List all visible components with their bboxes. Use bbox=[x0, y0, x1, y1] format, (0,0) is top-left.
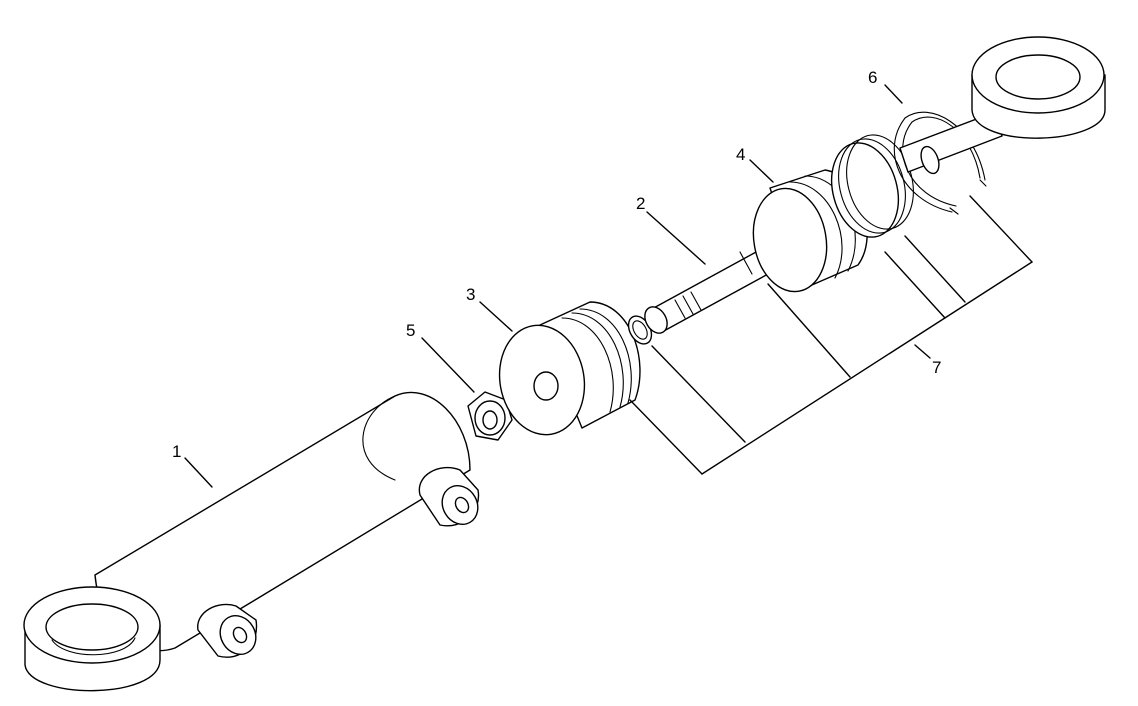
callout-5: 5 bbox=[406, 321, 415, 340]
leader-lines bbox=[184, 84, 1033, 488]
callout-6: 6 bbox=[868, 68, 877, 87]
callout-1: 1 bbox=[172, 442, 181, 461]
gland-head bbox=[498, 301, 641, 436]
callout-2: 2 bbox=[636, 194, 645, 213]
lock-nut bbox=[467, 391, 513, 441]
rod-end-eye bbox=[899, 36, 1106, 175]
callout-7: 7 bbox=[932, 358, 941, 377]
cylinder-barrel bbox=[23, 391, 480, 692]
callout-4: 4 bbox=[736, 145, 745, 164]
callout-labels: 1 2 3 4 5 6 7 bbox=[172, 68, 941, 461]
seal-rings bbox=[830, 134, 914, 238]
callout-3: 3 bbox=[466, 285, 475, 304]
